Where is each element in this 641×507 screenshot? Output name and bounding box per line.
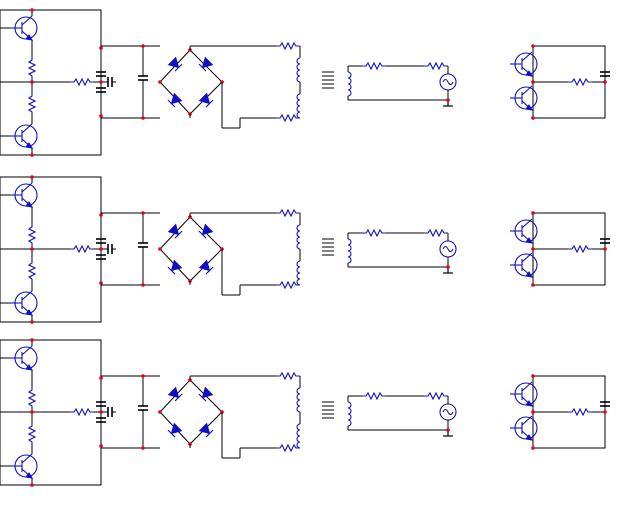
circuit-row-3 <box>0 338 610 487</box>
circuit-row-1 <box>0 8 610 157</box>
circuit-row-2 <box>0 175 610 324</box>
